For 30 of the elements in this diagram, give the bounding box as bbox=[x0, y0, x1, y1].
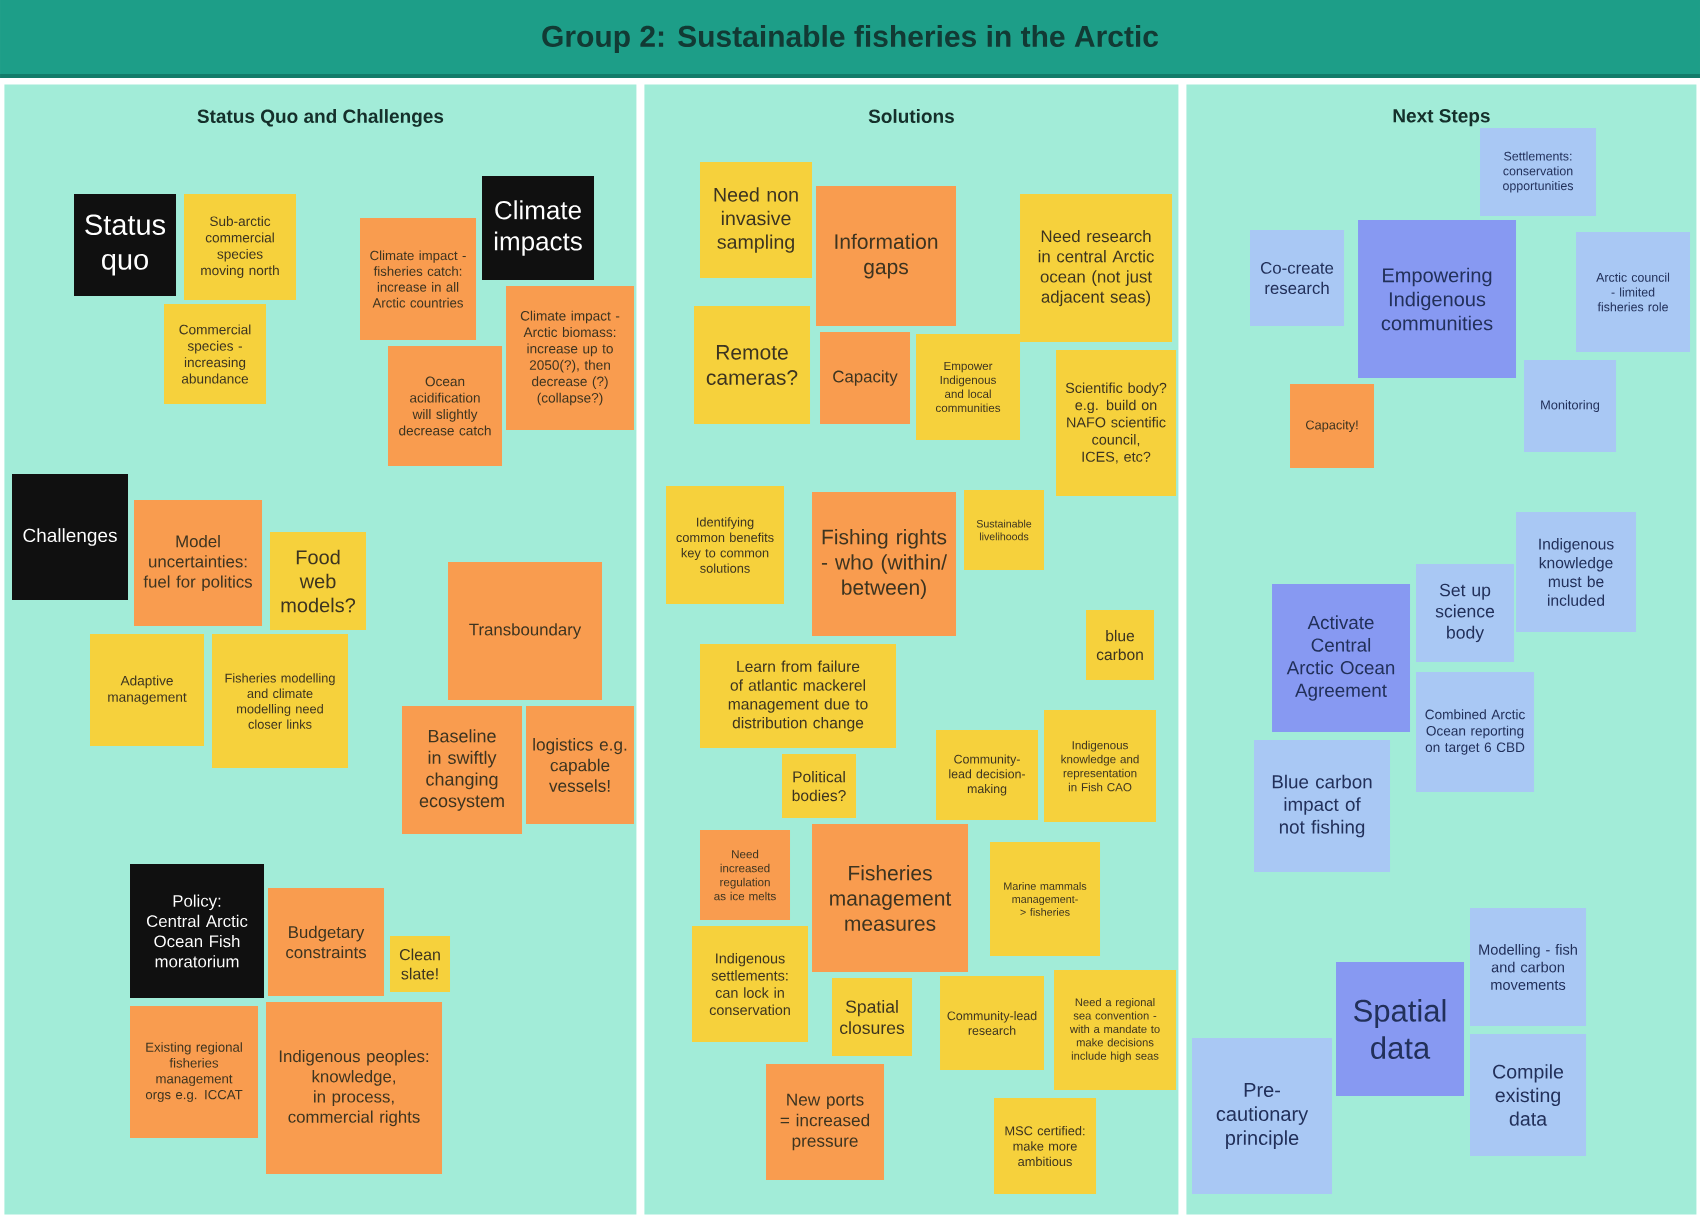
sticky-note: logistics e.g. capable vessels! bbox=[526, 706, 634, 824]
sticky-note: Compile existing data bbox=[1470, 1034, 1586, 1156]
sticky-note: Indigenous peoples: knowledge, in process, commercial rights bbox=[266, 1002, 442, 1174]
sticky-note: Need non invasive sampling bbox=[700, 162, 812, 278]
sticky-note: Baseline in swiftly changing ecosystem bbox=[402, 706, 522, 834]
sticky-note: Set up science body bbox=[1416, 564, 1514, 662]
sticky-note: Empowering Indigenous communities bbox=[1358, 220, 1516, 378]
sticky-note: Co-create research bbox=[1250, 230, 1344, 326]
sticky-note: Budgetary constraints bbox=[268, 888, 384, 996]
sticky-note: Food web models? bbox=[270, 532, 366, 630]
sticky-note: Spatial data bbox=[1336, 962, 1464, 1096]
sticky-note: Climate impacts bbox=[482, 176, 594, 280]
sticky-note: Information gaps bbox=[816, 186, 956, 326]
sticky-note: Blue carbon impact of not fishing bbox=[1254, 740, 1390, 872]
sticky-note: Clean slate! bbox=[390, 936, 450, 992]
sticky-note: Fishing rights - who (within/ between) bbox=[812, 492, 956, 636]
sticky-note: Fisheries management measures bbox=[812, 824, 968, 972]
sticky-note: New ports = increased pressure bbox=[766, 1064, 884, 1180]
sticky-note: Transboundary bbox=[448, 562, 602, 700]
sticky-note: Model uncertainties: fuel for politics bbox=[134, 500, 262, 626]
sticky-note: Pre-cautionary principle bbox=[1192, 1038, 1332, 1194]
sticky-note: Remote cameras? bbox=[694, 306, 810, 424]
sticky-note: Spatial closures bbox=[832, 978, 912, 1056]
sticky-note: Policy: Central Arctic Ocean Fish moratorium bbox=[130, 864, 264, 998]
sticky-note: Capacity bbox=[820, 332, 910, 424]
sticky-note: Need research in central Arctic ocean (not just adjacent seas) bbox=[1020, 194, 1172, 342]
sticky-note: Activate Central Arctic Ocean Agreement bbox=[1272, 584, 1410, 732]
title-banner: Group 2: Sustainable fisheries in the Arctic bbox=[0, 0, 1700, 78]
sticky-note: Challenges bbox=[12, 474, 128, 600]
sticky-note: Status quo bbox=[74, 194, 176, 296]
